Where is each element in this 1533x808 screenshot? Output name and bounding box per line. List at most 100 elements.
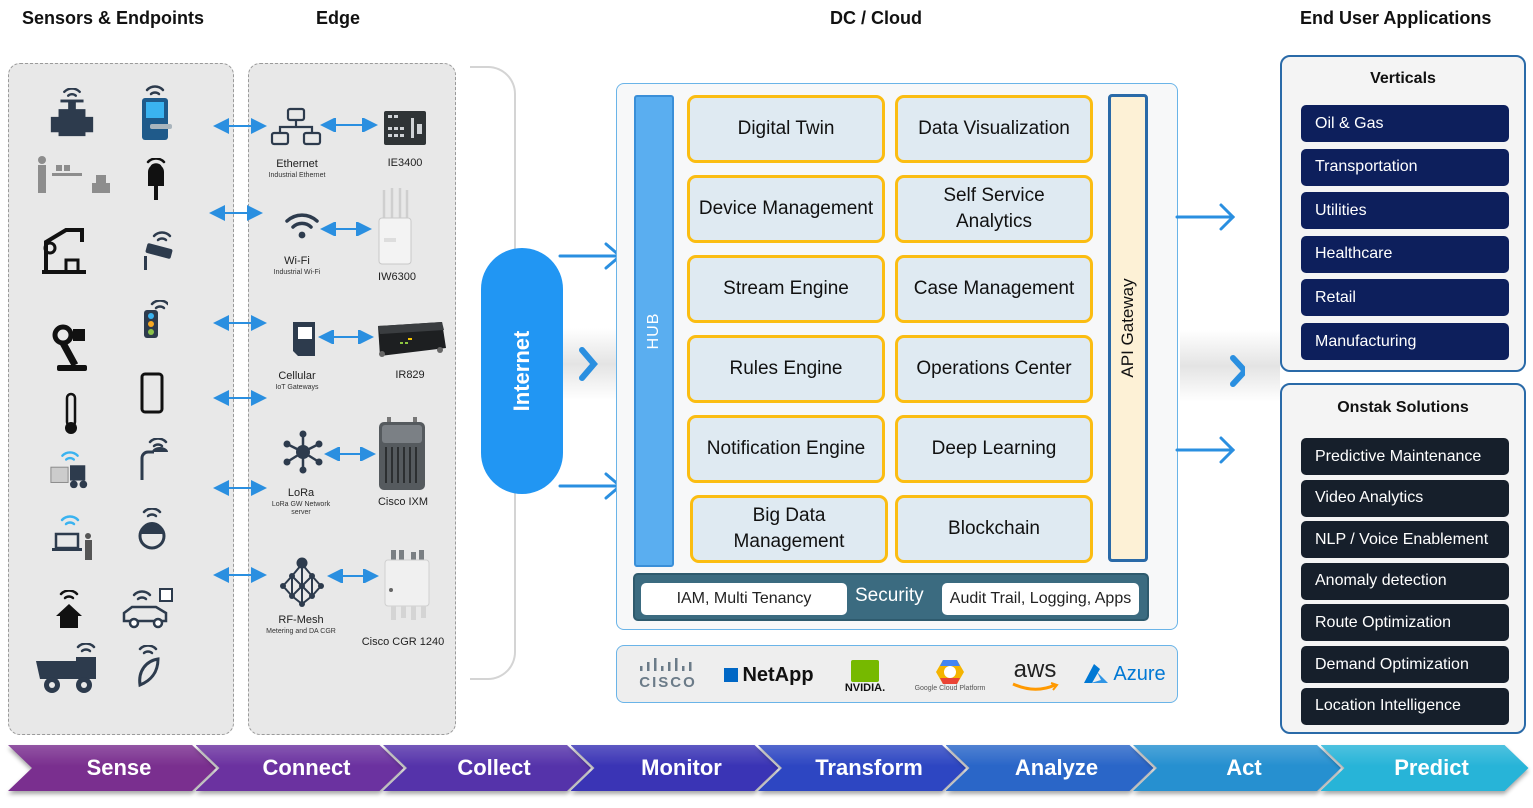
service-tile: Rules Engine <box>687 335 885 403</box>
process-step-connect: Connect <box>196 745 404 791</box>
chevron-shape <box>196 745 404 791</box>
internet-node: Internet <box>481 248 563 494</box>
flow-band <box>560 328 620 400</box>
sensor-edge-arrows <box>209 118 267 583</box>
process-step-label: Monitor <box>641 755 722 780</box>
service-tile: Device Management <box>687 175 885 243</box>
edge-device-arrow <box>320 222 372 236</box>
warehouse-worker-icon <box>34 155 114 195</box>
device-label-ie3400: IE3400 <box>387 157 423 169</box>
process-step-label: Act <box>1226 755 1262 780</box>
device-label-ir829: IR829 <box>395 369 425 381</box>
leaf-sensor-icon <box>134 645 160 689</box>
solution-item: Location Intelligence <box>1301 687 1509 725</box>
process-step-label: Sense <box>86 755 152 780</box>
service-tile: Self Service Analytics <box>895 175 1093 243</box>
solution-item: Video Analytics <box>1301 479 1509 517</box>
dc-cloud-header: DC / Cloud <box>830 8 922 28</box>
chevron-shape <box>758 745 966 791</box>
process-step-monitor: Monitor <box>571 745 779 791</box>
solution-item: Predictive Maintenance <box>1301 438 1509 475</box>
chevron-shape <box>383 745 591 791</box>
service-tile: Blockchain <box>895 495 1093 563</box>
solution-item: Route Optimization <box>1301 604 1509 642</box>
api-gateway-bar: API Gateway <box>1108 94 1148 562</box>
aws-logo: aws <box>1005 652 1065 698</box>
process-step-analyze: Analyze <box>946 745 1154 791</box>
valve-icon <box>46 88 98 138</box>
street-lamp-icon <box>136 438 170 482</box>
ie3400-switch-image <box>383 110 427 146</box>
chevron-shape <box>571 745 779 791</box>
edge-device-arrow <box>318 330 374 344</box>
vertical-item: Oil & Gas <box>1301 105 1509 142</box>
vertical-item: Utilities <box>1301 192 1509 230</box>
security-iam-pill: IAM, Multi Tenancy <box>641 583 847 615</box>
ethernet-network-icon <box>270 107 322 147</box>
edge-panel <box>248 63 456 735</box>
chevron-shape <box>1133 745 1341 791</box>
process-step-label: Collect <box>457 755 531 780</box>
flow-band <box>1180 330 1280 402</box>
chevron-right-icon <box>579 347 598 381</box>
device-label-iw6300: IW6300 <box>378 271 416 283</box>
process-step-label: Transform <box>815 755 923 780</box>
vendor-logos-bar: CISCO NetApp NVIDIA. Google Cloud Platfo… <box>616 645 1178 703</box>
ir829-router-image <box>372 318 448 360</box>
process-step-collect: Collect <box>383 745 591 791</box>
forklift-icon <box>48 450 92 492</box>
service-tile: Case Management <box>895 255 1093 323</box>
smart-parking-car-icon <box>120 585 176 633</box>
edge-device-arrow <box>324 447 376 461</box>
thermometer-icon <box>60 392 82 436</box>
vertical-item: Retail <box>1301 279 1509 317</box>
nvidia-logo: NVIDIA. <box>839 654 891 700</box>
iw6300-access-point-image <box>376 188 412 266</box>
robotic-arm-icon <box>36 222 92 278</box>
netapp-mark-icon <box>724 668 739 682</box>
security-audit-pill: Audit Trail, Logging, Apps <box>942 583 1139 615</box>
wireless-robot-arm-icon <box>30 305 100 375</box>
cisco-ixm-gateway-image <box>377 417 427 493</box>
parking-meter-icon <box>144 158 168 202</box>
solution-item: Demand Optimization <box>1301 646 1509 683</box>
solution-item: NLP / Voice Enablement <box>1301 521 1509 559</box>
chevron-shape <box>1321 745 1529 791</box>
process-step-label: Predict <box>1394 755 1469 780</box>
smart-lock-icon <box>136 84 174 142</box>
service-tile: Stream Engine <box>687 255 885 323</box>
device-label-cisco-cgr1240: Cisco CGR 1240 <box>361 636 445 648</box>
solutions-title: Onstak Solutions <box>1337 399 1469 416</box>
wifi-icon <box>284 210 320 240</box>
service-tile: Big Data Management <box>690 495 888 563</box>
process-step-label: Connect <box>262 755 351 780</box>
smart-home-icon <box>54 590 84 630</box>
chevron-right-icon <box>1230 355 1245 387</box>
azure-logo: Azure <box>1079 658 1169 690</box>
mining-truck-icon <box>36 643 100 695</box>
edge-device-arrow <box>320 118 378 132</box>
vertical-item: Transportation <box>1301 148 1509 186</box>
netapp-logo: NetApp <box>719 660 819 690</box>
service-tile: Deep Learning <box>895 415 1093 483</box>
edge-header: Edge <box>316 8 361 28</box>
security-label: Security <box>855 585 924 606</box>
process-step-sense: Sense <box>8 745 216 791</box>
device-label-cisco-ixm: Cisco IXM <box>377 496 429 508</box>
end-user-header: End User Applications <box>1300 8 1492 28</box>
hub-network-icon <box>282 430 324 474</box>
dc-apps-arrows <box>1175 203 1245 464</box>
process-step-label: Analyze <box>1014 755 1099 780</box>
process-step-predict: Predict <box>1321 745 1529 791</box>
traffic-light-icon <box>138 300 168 340</box>
cisco-cgr1240-router-image <box>381 550 433 624</box>
service-tile: Notification Engine <box>687 415 885 483</box>
nvidia-eye-icon <box>851 660 879 682</box>
